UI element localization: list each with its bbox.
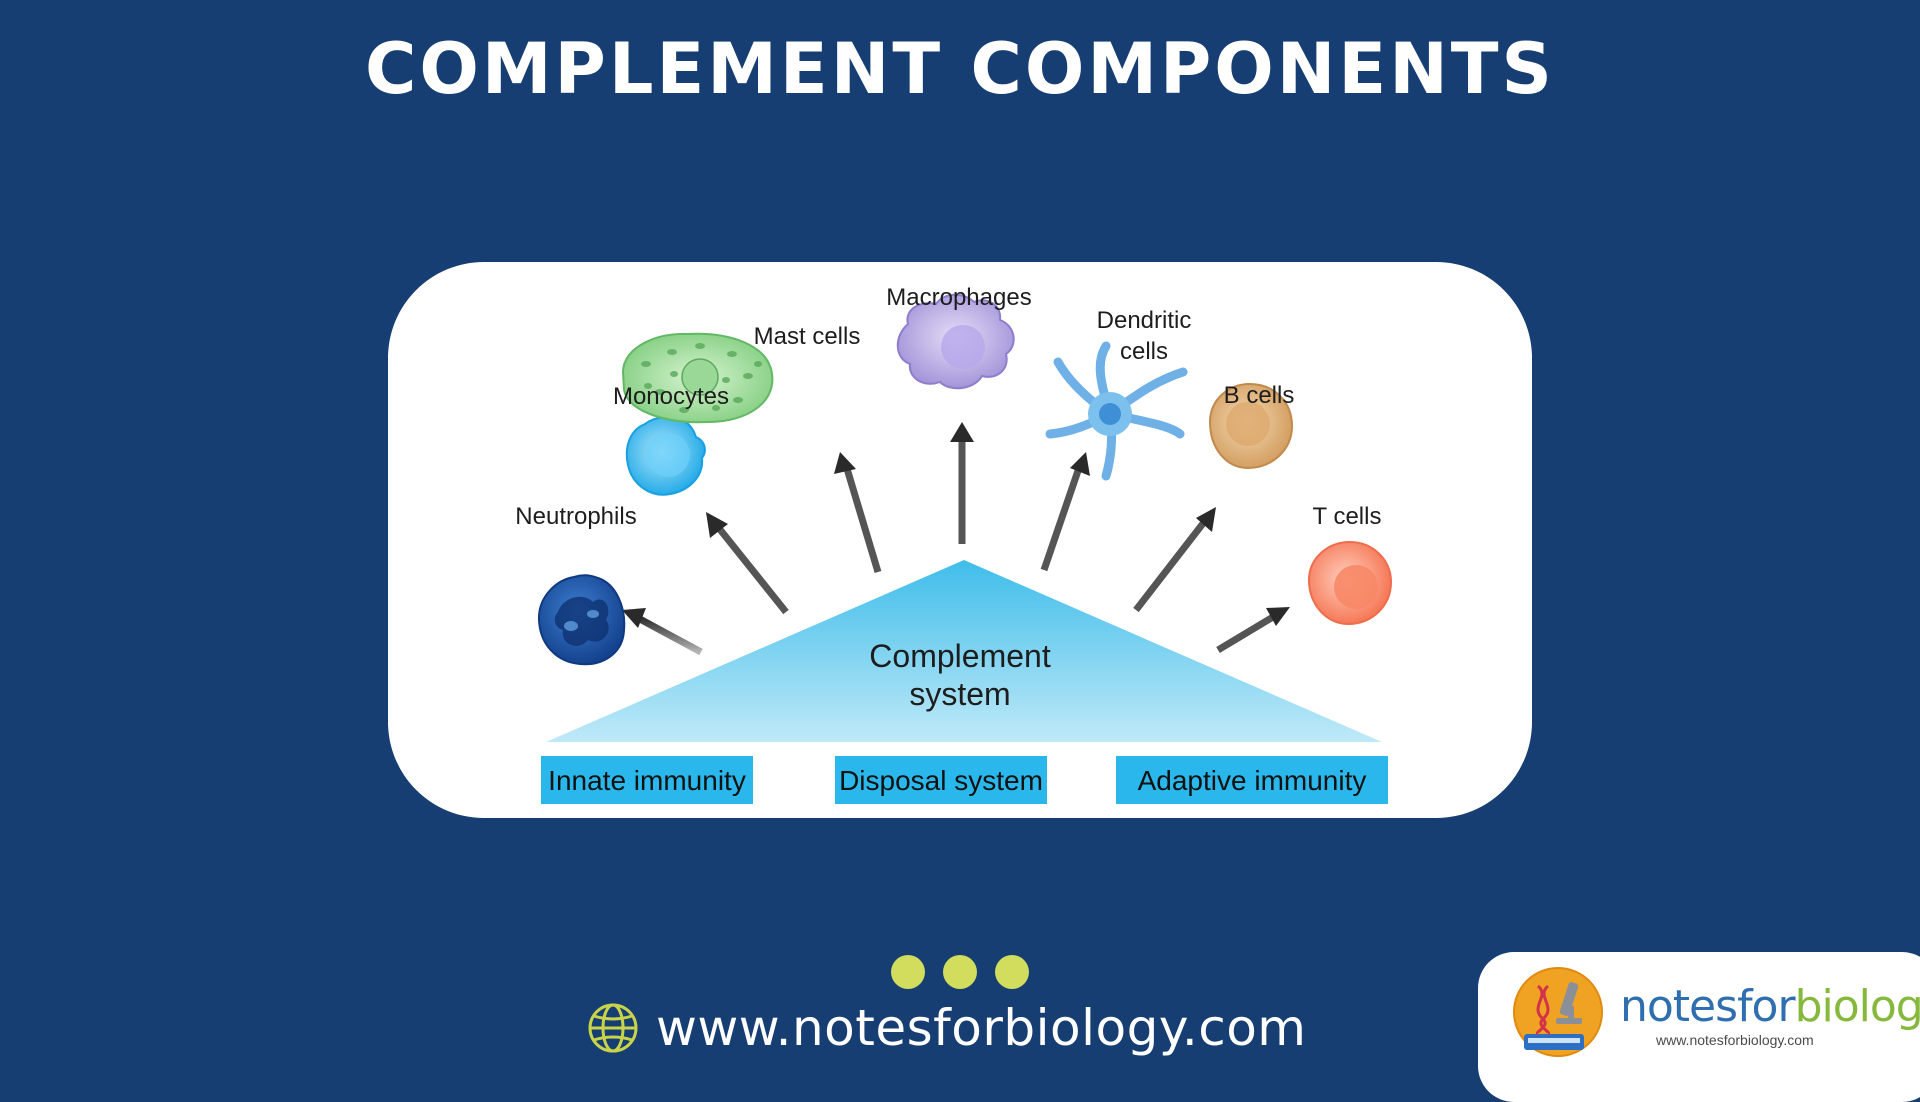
arrow-dendritic-cells [1040,452,1090,572]
logo-url: www.notesforbiology.com [1656,1032,1814,1048]
arrow-t-cells [1216,607,1290,654]
cell-dendritic [1045,341,1188,481]
pagination-dots [891,955,1029,989]
label-monocytes: Monocytes [613,383,729,410]
box-disposal-label: Disposal system [839,765,1043,796]
logo-word-biology: biology [1794,981,1920,1032]
label-dendritic-line2: cells [1120,338,1168,365]
label-mast-cells: Mast cells [754,323,861,350]
complement-label-line2: system [909,676,1010,712]
arrow-monocytes [706,512,789,615]
box-disposal-system: Disposal system [835,756,1047,804]
complement-diagram: Complement system Innate immunity Dispos… [515,284,1393,804]
label-t-cells: T cells [1313,503,1382,530]
arrow-macrophages [950,422,974,544]
cell-neutrophil [537,574,626,666]
logo-wordmark: notesforbiology [1620,982,1920,1032]
label-b-cells: B cells [1224,382,1295,409]
website-footer: www.notesforbiology.com [586,996,1307,1060]
box-innate-immunity: Innate immunity [541,756,753,804]
website-url[interactable]: www.notesforbiology.com [656,999,1307,1057]
label-dendritic-line1: Dendritic [1097,307,1192,334]
complement-triangle [546,560,1382,742]
arrow-b-cells [1133,507,1216,613]
arrow-neutrophils [622,608,703,656]
label-neutrophils: Neutrophils [515,503,636,530]
logo-word-notes: notes [1620,981,1738,1032]
cell-b-cell [1208,382,1294,470]
box-adaptive-label: Adaptive immunity [1138,765,1367,796]
cell-t-cell [1307,540,1393,626]
logo-word-for: for [1737,981,1795,1032]
cell-macrophage [896,293,1015,390]
page-title: COMPLEMENT COMPONENTS [365,28,1555,110]
box-adaptive-immunity: Adaptive immunity [1116,756,1388,804]
arrows [622,422,1290,656]
globe-icon [588,1003,638,1053]
arrow-mast-cells [834,452,882,574]
microscope-dna-book-icon [1513,967,1603,1057]
cell-monocyte [625,415,706,496]
complement-label-line1: Complement [869,638,1051,674]
box-innate-label: Innate immunity [548,765,746,796]
cell-mast-cell [621,332,774,424]
dot-3 [995,955,1029,989]
dot-1 [891,955,925,989]
dot-2 [943,955,977,989]
brand-logo[interactable]: notesforbiology www.notesforbiology.com [1478,952,1920,1102]
diagram-card: Complement system Innate immunity Dispos… [388,262,1532,818]
label-macrophages: Macrophages [886,284,1031,311]
